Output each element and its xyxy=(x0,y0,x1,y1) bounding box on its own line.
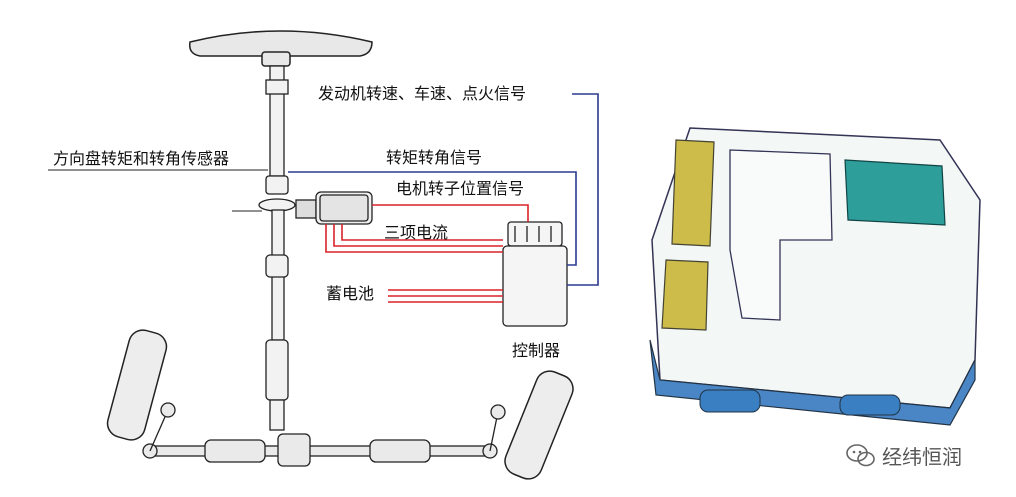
steering-wheel xyxy=(188,30,373,67)
assist-motor xyxy=(295,191,373,225)
label-torque-sensor: 方向盘转矩和转角传感器 xyxy=(53,149,230,168)
watermark: 经纬恒润 xyxy=(846,441,962,470)
wechat-icon xyxy=(846,443,875,466)
steering-rack xyxy=(142,402,506,467)
power-lines xyxy=(325,204,529,303)
front-wheel-right xyxy=(504,370,574,480)
signal-lines xyxy=(288,93,599,286)
label-three-phase: 三项电流 xyxy=(384,223,449,242)
controller-module-3d xyxy=(649,127,981,426)
watermark-text: 经纬恒润 xyxy=(882,445,962,469)
controller-box xyxy=(502,221,568,327)
label-engine-signal: 发动机转速、车速、点火信号 xyxy=(318,84,527,103)
label-rotor-signal: 电机转子位置信号 xyxy=(396,179,525,198)
steering-column xyxy=(258,65,296,431)
label-controller: 控制器 xyxy=(512,341,561,360)
label-torque-signal: 转矩转角信号 xyxy=(386,148,483,167)
leader-lines xyxy=(48,169,268,212)
front-wheel-left xyxy=(106,329,168,441)
label-battery: 蓄电池 xyxy=(326,284,375,303)
